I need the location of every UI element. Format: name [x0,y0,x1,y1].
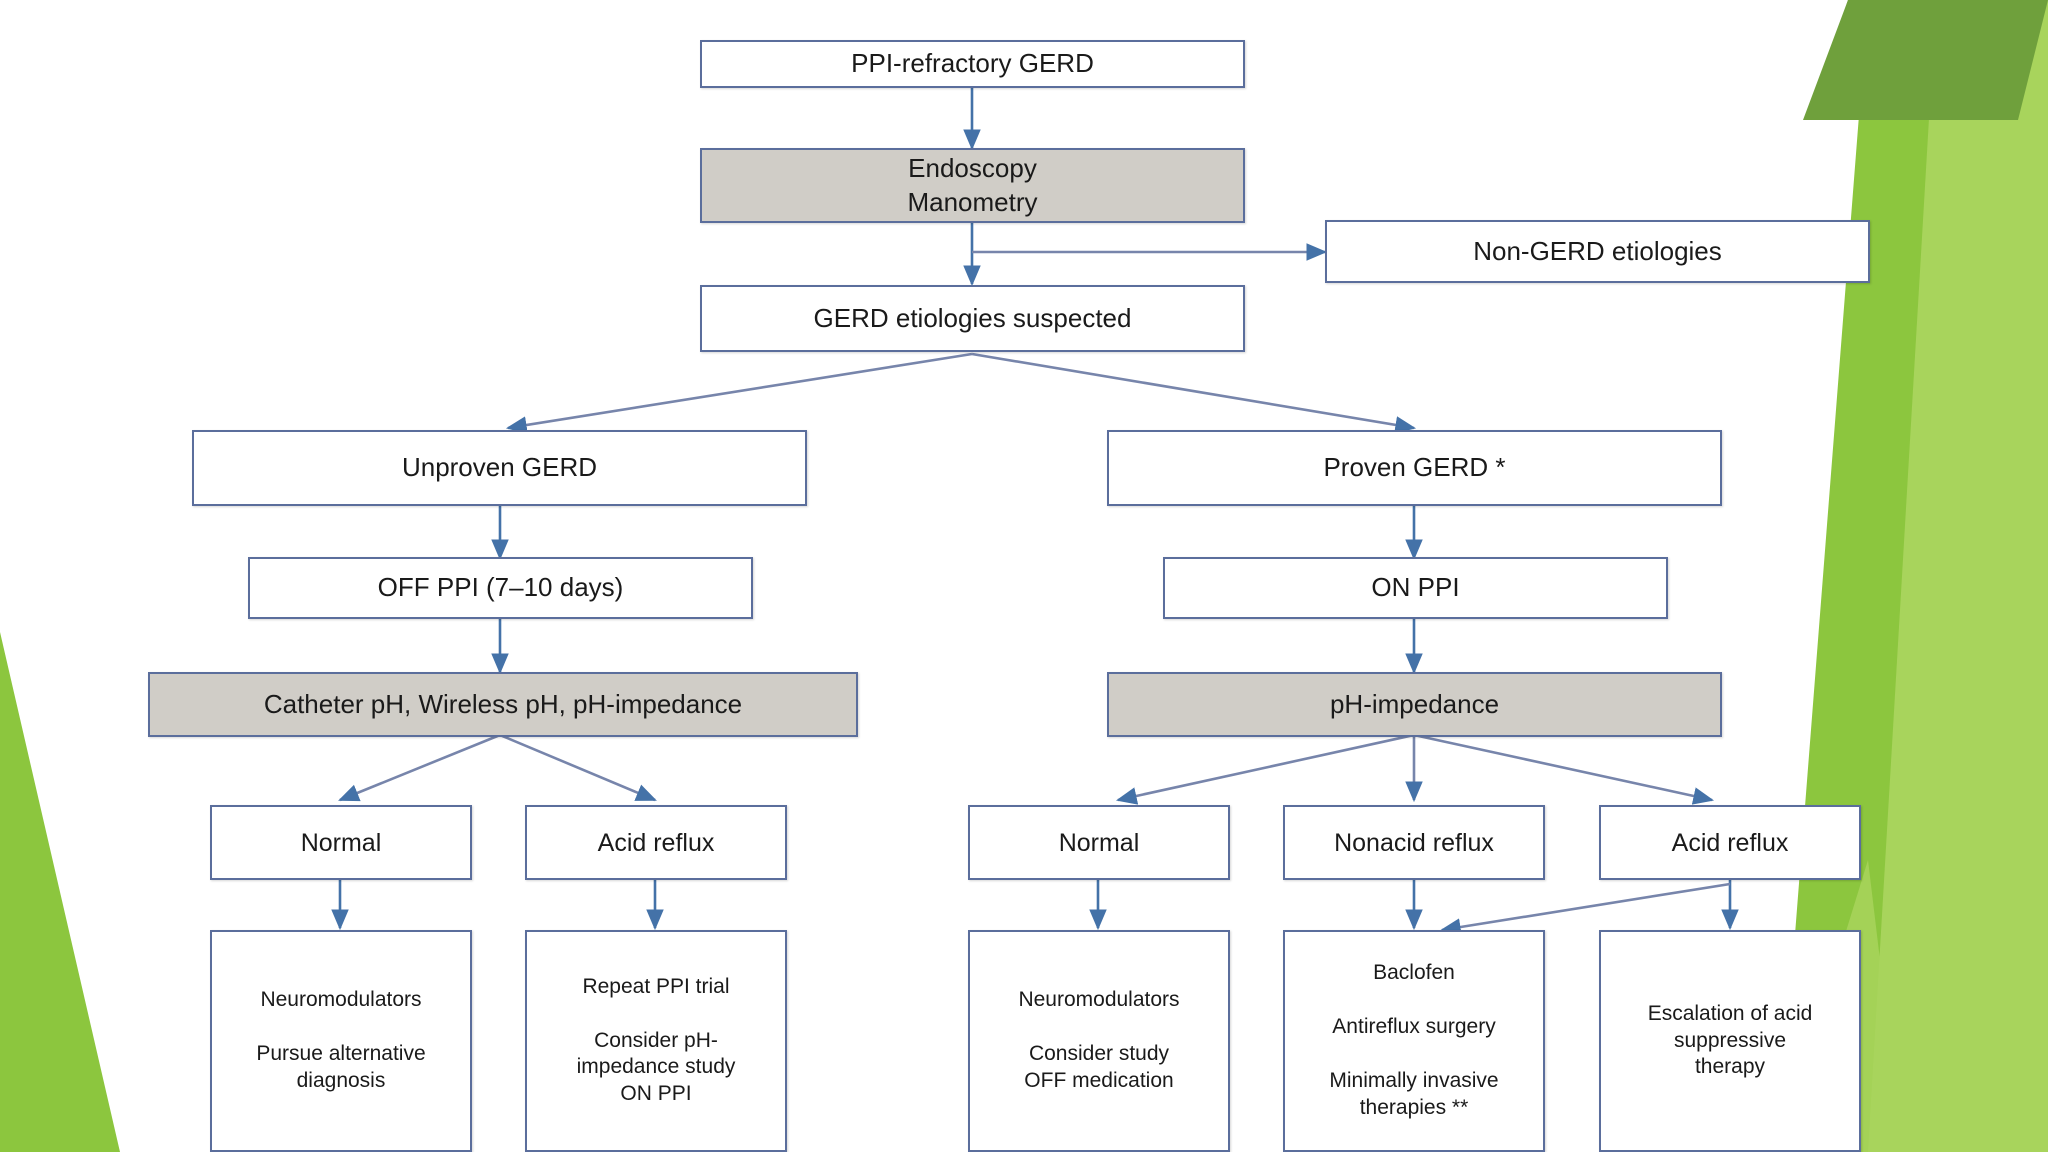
node-right-normal-treatment[interactable]: Neuromodulators Consider study OFF medic… [968,930,1230,1152]
node-label: Non-GERD etiologies [1473,235,1722,266]
node-label: ON PPI [1371,572,1460,603]
node-label: Unproven GERD [401,452,598,483]
node-label: pH-impedance [1329,688,1500,719]
node-gerd-etiologies-suspected[interactable]: GERD etiologies suspected [700,285,1245,352]
node-label: GERD etiologies suspected [813,302,1132,333]
node-right-normal[interactable]: Normal [968,805,1230,880]
node-right-acid-treatment[interactable]: Escalation of acid suppressive therapy [1599,930,1861,1152]
node-left-acid-treatment[interactable]: Repeat PPI trial Consider pH- impedance … [525,930,787,1152]
node-label: Acid reflux [597,828,715,857]
node-label: Catheter pH, Wireless pH, pH-impedance [263,688,743,719]
node-label: Proven GERD * [1323,452,1506,483]
node-label: Normal [300,828,382,857]
node-endoscopy-manometry[interactable]: Endoscopy Manometry [700,148,1245,223]
node-ph-impedance[interactable]: pH-impedance [1107,672,1722,737]
node-ppi-refractory-gerd[interactable]: PPI-refractory GERD [700,40,1245,88]
node-on-ppi[interactable]: ON PPI [1163,557,1668,619]
node-nonacid-reflux[interactable]: Nonacid reflux [1283,805,1545,880]
node-label: Repeat PPI trial Consider pH- impedance … [576,974,736,1106]
node-right-acid-reflux[interactable]: Acid reflux [1599,805,1861,880]
node-label: Baclofen Antireflux surgery Minimally in… [1329,961,1499,1119]
node-label: Normal [1058,828,1140,857]
node-non-gerd-etiologies[interactable]: Non-GERD etiologies [1325,220,1870,283]
node-off-ppi[interactable]: OFF PPI (7–10 days) [248,557,753,619]
node-label: PPI-refractory GERD [851,48,1094,79]
node-label: Nonacid reflux [1334,828,1494,857]
node-unproven-gerd[interactable]: Unproven GERD [192,430,807,506]
node-catheter-ph[interactable]: Catheter pH, Wireless pH, pH-impedance [148,672,858,737]
node-label: Neuromodulators Consider study OFF medic… [1018,988,1180,1092]
node-left-normal-treatment[interactable]: Neuromodulators Pursue alternative diagn… [210,930,472,1152]
node-label: Endoscopy Manometry [907,153,1038,217]
node-left-normal[interactable]: Normal [210,805,472,880]
node-label: Escalation of acid suppressive therapy [1647,1001,1813,1079]
node-label: Acid reflux [1671,828,1789,857]
node-nonacid-treatment[interactable]: Baclofen Antireflux surgery Minimally in… [1283,930,1545,1152]
node-label: Neuromodulators Pursue alternative diagn… [256,988,426,1092]
node-left-acid-reflux[interactable]: Acid reflux [525,805,787,880]
node-proven-gerd[interactable]: Proven GERD * [1107,430,1722,506]
node-label: OFF PPI (7–10 days) [377,572,624,603]
